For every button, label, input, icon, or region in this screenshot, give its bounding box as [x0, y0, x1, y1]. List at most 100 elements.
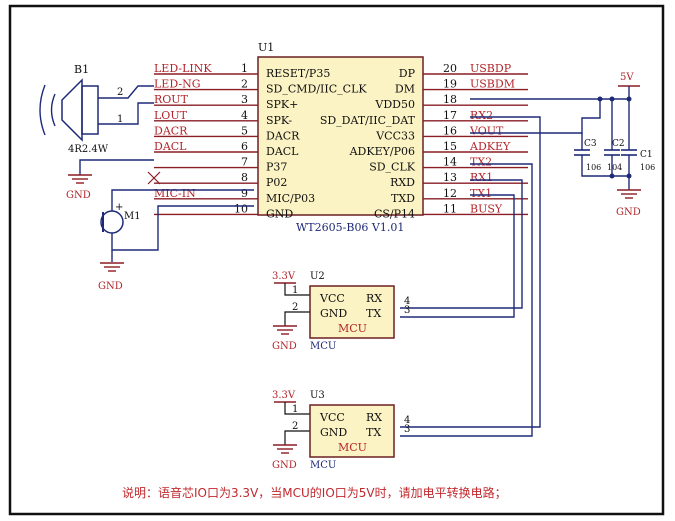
u1-left-net-label: LOUT: [154, 109, 188, 122]
microphone-m1: + M1: [100, 189, 254, 262]
vout-wire: [470, 99, 601, 134]
u1-left-net-label: DACR: [154, 124, 188, 137]
mcu-pin1-number: 1: [292, 404, 298, 415]
u1-ref: U1: [258, 41, 274, 54]
u1-right-pin-name: SD_DAT/IIC_DAT: [320, 114, 416, 127]
gnd-wire-left: [79, 159, 154, 175]
speaker-b1: B1 4R2.4W 2 1: [39, 63, 154, 155]
c1-value: 106: [640, 163, 655, 172]
mcu-rx-pin: RX: [366, 292, 382, 305]
mcu-gnd-pin: GND: [320, 426, 347, 439]
mcu-ref: U3: [310, 390, 325, 401]
u1-left-net-label: LED-LINK: [154, 62, 212, 75]
u1-right-net-label: TX1: [470, 187, 492, 200]
mcu-caption: MCU: [310, 341, 336, 352]
u1-right-pin-number: 16: [443, 124, 457, 137]
speaker-pin-1: 1: [117, 114, 123, 125]
mic-wire-signal: [111, 189, 254, 211]
gnd-symbol-left: [68, 174, 92, 184]
tx1-to-u2-tx: [400, 194, 515, 318]
rx2-to-u3-rx: [400, 116, 541, 428]
c1-ref: C1: [640, 150, 653, 160]
u1-right-pin-number: 17: [443, 109, 457, 122]
u1-left-pin-name: SD_CMD/IIC_CLK: [266, 83, 367, 96]
u1-right-pin-number: 11: [443, 202, 457, 215]
mcu-pin2-number: 2: [292, 421, 298, 432]
u1-right-net-label: ADKEY: [469, 140, 511, 153]
capacitor-plates: [574, 149, 637, 156]
u1-left-net-label: LED-NG: [154, 78, 201, 91]
u1-left-net-label: DACL: [154, 140, 187, 153]
u1-right-pin-name: DM: [395, 83, 415, 96]
mcu-tx-pin-number: 3: [404, 305, 410, 316]
speaker-magnet: [81, 85, 99, 135]
sound-wave-inner: [50, 93, 56, 127]
u1-right-pin-number: 18: [443, 93, 457, 106]
u1-right-pin-number: 12: [443, 187, 457, 200]
mic-icon: [100, 210, 124, 234]
mcu-tx-pin-number: 3: [404, 424, 410, 435]
mcu-caption: MCU: [310, 460, 336, 471]
footer-note: 说明：语音芯IO口为3.3V，当MCU的IO口为5V时，请加电平转换电路；: [122, 485, 507, 500]
mcu-gnd-pin: GND: [320, 307, 347, 320]
u1-right-net-label: TX2: [470, 156, 492, 169]
u1-left-pin-name: SPK+: [266, 98, 298, 111]
no-connect-p02: [147, 171, 161, 185]
u1-right-pin-name: VDD50: [374, 98, 415, 111]
mcu-body-label: MCU: [338, 322, 367, 335]
u1-right-pin-name: RXD: [390, 176, 415, 189]
u1-left-pin-name: MIC/P03: [266, 192, 315, 205]
sound-wave-outer: [39, 84, 46, 136]
mcu-supply-label: 3.3V: [272, 271, 296, 282]
mcu-gnd-label: GND: [272, 460, 297, 471]
c3-ref: C3: [584, 139, 597, 149]
junction-gnd-b: [626, 173, 632, 179]
u1-right-net-label: BUSY: [470, 202, 503, 215]
u1-part-number: WT2605-B06 V1.01: [296, 221, 404, 234]
junction-5v-a: [597, 96, 603, 102]
mcu-pin2-number: 2: [292, 302, 298, 313]
mcu-rx-pin-number: 4: [404, 296, 410, 307]
u1-left-net-label: ROUT: [154, 93, 189, 106]
speaker-wire-lout: [98, 102, 154, 125]
mic-plus: +: [115, 202, 123, 213]
u1-right-net-label: USBDP: [470, 62, 512, 75]
u1-left-pin-number: 2: [241, 78, 248, 91]
speaker-cone-icon: [61, 78, 83, 142]
gnd-label-left: GND: [66, 190, 91, 201]
u1-left-pin-number: 8: [241, 171, 248, 184]
u1-left-pin-name: RESET/P35: [266, 67, 330, 80]
u1-right-pin-name: CS/P14: [374, 207, 415, 220]
u1-right-pin-name: DP: [399, 67, 416, 80]
speaker-value: 4R2.4W: [68, 144, 109, 155]
c2-value: 104: [607, 163, 622, 172]
u1-left-pin-number: 4: [241, 109, 248, 122]
mcu-vcc-pin: VCC: [319, 292, 345, 305]
u1-right-pin-name: VCC33: [375, 129, 415, 142]
mcu-vcc-pin: VCC: [319, 411, 345, 424]
u1-left-pin-name: SPK-: [266, 114, 292, 127]
mic-wire-gnd: [111, 205, 254, 251]
mcu-gnd-wire: [284, 311, 310, 326]
mcu-pin1-number: 1: [292, 285, 298, 296]
u1-left-pin-number: 9: [241, 187, 248, 200]
vcc-5v-label: 5V: [620, 72, 634, 83]
mcu-ref: U2: [310, 271, 325, 282]
mcu-vcc-wire: [284, 402, 310, 415]
mcu-body-label: MCU: [338, 441, 367, 454]
speaker-wire-rout: [98, 85, 154, 99]
u1-right-net-label: RX2: [470, 109, 493, 122]
mcu-tx-pin: TX: [366, 426, 381, 439]
u1-left-pin-number: 5: [241, 124, 248, 137]
rx1-to-u2-rx: [400, 179, 523, 309]
u1-left-pin-name: DACL: [266, 145, 299, 158]
u1-left-pin-number: 6: [241, 140, 248, 153]
speaker-ref: B1: [74, 63, 89, 76]
gnd-symbol-mic: [100, 262, 124, 272]
c2-ref: C2: [612, 139, 625, 149]
u1-left-pin-name: P02: [266, 176, 287, 189]
u1-right-pin-number: 20: [443, 62, 457, 75]
